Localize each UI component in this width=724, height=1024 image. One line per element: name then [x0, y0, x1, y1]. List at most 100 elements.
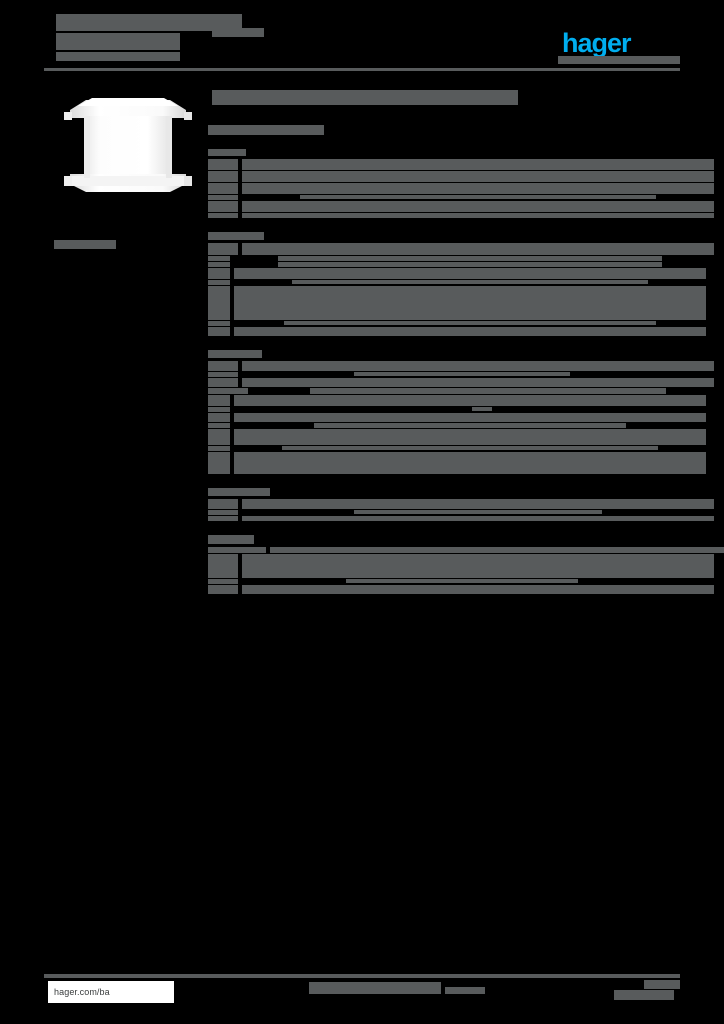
spec-row — [208, 286, 706, 320]
footer-center-tail — [445, 987, 486, 994]
footer-page-number — [644, 980, 680, 989]
spec-row-value — [234, 268, 706, 279]
spec-row-label — [208, 378, 238, 387]
page-footer: hager.com/ba — [44, 974, 680, 1008]
spec-row-value — [278, 262, 662, 267]
specification-table — [208, 90, 724, 595]
spec-row — [208, 372, 684, 377]
header-divider — [44, 68, 680, 71]
spec-row — [208, 395, 706, 406]
spec-section-heading — [208, 488, 270, 496]
spec-section — [208, 535, 724, 594]
spec-row — [208, 280, 684, 285]
footer-right-block — [614, 980, 680, 1000]
spec-row-label — [208, 256, 230, 261]
spec-row-value — [282, 446, 658, 450]
spec-row-label — [208, 395, 230, 406]
spec-row-value — [300, 195, 656, 199]
spec-row — [208, 579, 684, 584]
spec-row — [208, 388, 684, 394]
spec-row-value — [234, 286, 706, 320]
spec-row-value — [242, 243, 714, 255]
spec-row-label — [208, 407, 230, 412]
spec-row-value — [242, 585, 714, 594]
datasheet-subheading — [208, 125, 324, 135]
spec-row-value — [242, 361, 714, 371]
document-title-block — [56, 14, 242, 63]
spec-row-value — [292, 280, 648, 284]
spec-row-label — [208, 554, 238, 578]
spec-row-label — [208, 429, 230, 445]
trunking-corner-illustration — [64, 98, 192, 192]
spec-row-label — [208, 159, 238, 170]
spec-row-value — [242, 516, 714, 521]
spec-row-value — [242, 499, 714, 509]
spec-row-label — [208, 243, 238, 255]
spec-row-label — [208, 446, 230, 451]
spec-section-heading — [208, 535, 254, 544]
spec-row-label — [208, 280, 230, 285]
hager-logo-underbar — [558, 56, 680, 64]
spec-row — [208, 183, 714, 194]
spec-row-label — [208, 171, 238, 182]
spec-row-label — [208, 286, 230, 320]
spec-row-value — [310, 388, 666, 394]
spec-row-label — [208, 423, 230, 428]
spec-section-heading — [208, 149, 246, 156]
spec-row-value — [234, 413, 706, 422]
spec-row-label — [208, 372, 238, 377]
spec-section — [208, 350, 714, 474]
spec-row-value — [270, 547, 724, 553]
spec-section-heading — [208, 232, 264, 240]
spec-row — [208, 446, 684, 451]
spec-row — [208, 321, 684, 326]
spec-row — [208, 499, 714, 509]
spec-row-label — [208, 213, 238, 218]
spec-row-label — [208, 327, 230, 336]
spec-row — [208, 413, 706, 422]
spec-row — [208, 378, 714, 387]
spec-row — [208, 213, 714, 218]
spec-row-label — [208, 413, 230, 422]
spec-row — [208, 201, 714, 212]
spec-row-value — [234, 395, 706, 406]
spec-section — [208, 488, 714, 521]
spec-row — [208, 452, 706, 474]
spec-row-value — [284, 321, 656, 325]
spec-row-label — [208, 262, 230, 267]
spec-row — [208, 510, 684, 515]
spec-row-value — [242, 201, 714, 212]
spec-row-label — [208, 268, 230, 279]
spec-row — [208, 516, 714, 521]
spec-row-label — [208, 452, 230, 474]
spec-row-label — [208, 195, 238, 200]
left-column-caption — [54, 240, 116, 249]
spec-row — [208, 262, 684, 267]
hager-logo-wordmark: hager — [562, 28, 632, 58]
footer-center-bar — [309, 982, 441, 994]
spec-row — [208, 159, 714, 170]
title-line-3 — [56, 52, 180, 61]
spec-row-value — [354, 510, 602, 514]
title-line-1 — [56, 14, 242, 31]
spec-row — [208, 243, 714, 255]
spec-row-label — [208, 321, 230, 326]
title-line-2 — [56, 33, 180, 50]
spec-row — [208, 361, 714, 371]
spec-row-label — [208, 361, 238, 371]
spec-row-label — [208, 547, 266, 553]
spec-row-label — [208, 499, 238, 509]
spec-row — [208, 171, 714, 182]
spec-row-value — [346, 579, 578, 583]
hager-logo: hager — [558, 28, 680, 64]
footer-center-block — [309, 982, 486, 1000]
footer-website-url[interactable]: hager.com/ba — [48, 981, 174, 1003]
spec-row-value — [234, 452, 706, 474]
title-tail-block — [212, 28, 264, 37]
spec-row-value — [472, 407, 492, 411]
spec-row-value — [234, 327, 706, 336]
spec-sections — [208, 149, 724, 594]
spec-row — [208, 429, 706, 445]
spec-row — [208, 554, 714, 578]
